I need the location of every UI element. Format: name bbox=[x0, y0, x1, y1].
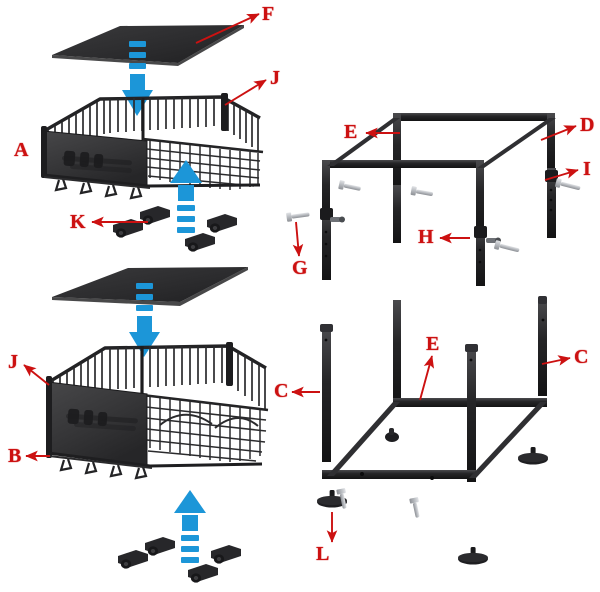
upper-frame-group bbox=[286, 113, 581, 286]
leveling-feet-L bbox=[317, 447, 548, 565]
leader-D bbox=[540, 125, 577, 141]
label-I: I bbox=[583, 158, 591, 180]
upper-basket-A bbox=[41, 93, 264, 200]
lower-panel-insert-arrow bbox=[129, 283, 160, 357]
label-G: G bbox=[292, 257, 308, 279]
telescoping-legs-upper bbox=[320, 168, 558, 286]
upper-panel-insert-arrow bbox=[122, 41, 153, 116]
upper-frame-rail-front bbox=[322, 160, 484, 238]
leader-G bbox=[292, 221, 304, 257]
hex-bolts-lower bbox=[336, 488, 420, 518]
label-C: C bbox=[274, 380, 289, 402]
label-D: D bbox=[580, 114, 595, 136]
leader-J bbox=[224, 79, 267, 106]
upper-assembly-group bbox=[41, 25, 264, 252]
hex-bolts-upper bbox=[286, 178, 581, 253]
leader-arrows bbox=[23, 13, 579, 543]
lower-assembly-group bbox=[46, 267, 269, 583]
label-E: E bbox=[344, 121, 358, 143]
upper-frame-rail-D bbox=[393, 113, 555, 191]
diagonal-brace-upper-E bbox=[327, 118, 556, 168]
top-cover-panel-F bbox=[52, 25, 244, 66]
label-J: J bbox=[270, 67, 280, 89]
label-L: L bbox=[316, 543, 330, 565]
label-J-lower: J bbox=[8, 351, 18, 373]
caster-wheels-lower bbox=[118, 537, 241, 583]
leader-J2 bbox=[23, 364, 50, 386]
lower-frame-group bbox=[317, 296, 548, 565]
label-H: H bbox=[418, 226, 434, 248]
lower-frame-front-legs-C bbox=[320, 324, 478, 482]
leader-C2 bbox=[541, 355, 571, 366]
caster-wheels-upper bbox=[113, 206, 237, 252]
label-C-right: C bbox=[574, 346, 589, 368]
leader-E2 bbox=[419, 355, 435, 401]
leader-I bbox=[544, 168, 579, 181]
lower-basket-B bbox=[46, 342, 269, 480]
label-A: A bbox=[14, 139, 29, 161]
label-B: B bbox=[8, 445, 22, 467]
upper-caster-insert-arrow bbox=[170, 160, 202, 233]
diagonal-brace-lower-E bbox=[327, 402, 547, 478]
label-E-lower: E bbox=[426, 333, 440, 355]
leader-F bbox=[195, 13, 260, 44]
lower-caster-insert-arrow bbox=[174, 490, 206, 563]
label-F: F bbox=[262, 3, 275, 25]
label-K: K bbox=[70, 211, 86, 233]
